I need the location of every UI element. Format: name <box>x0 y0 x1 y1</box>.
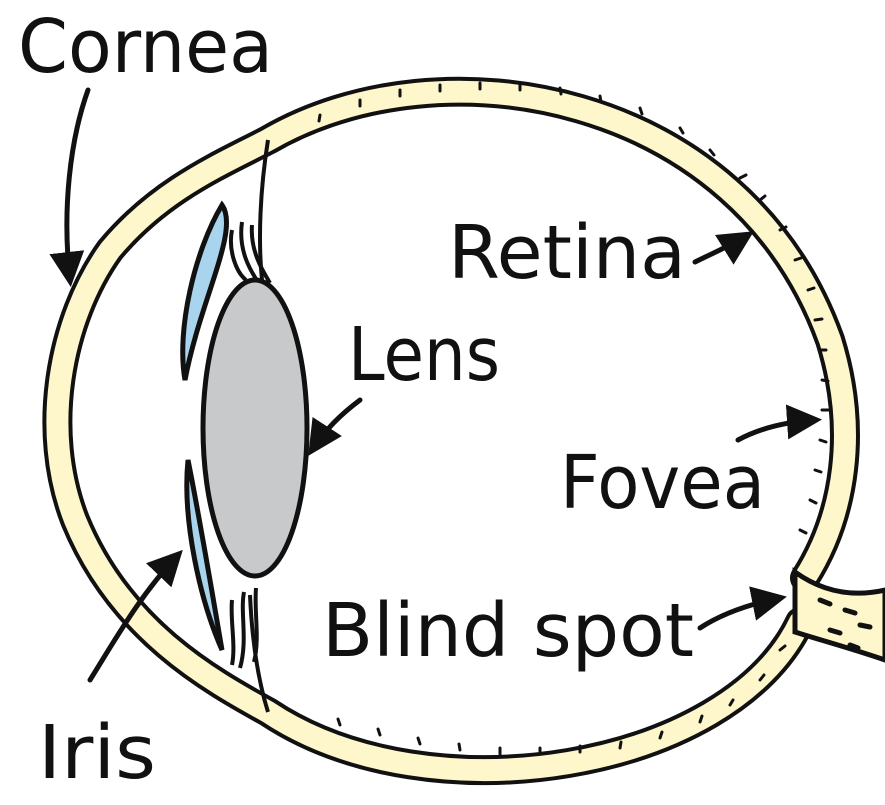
label-blind-spot: Blind spot <box>322 588 694 674</box>
label-cornea: Cornea <box>18 4 273 90</box>
label-retina: Retina <box>448 210 686 296</box>
blind-spot-arrow <box>700 598 780 628</box>
label-fovea: Fovea <box>560 440 765 526</box>
retina-arrow <box>695 235 748 262</box>
lens <box>203 280 307 576</box>
label-iris: Iris <box>38 710 156 796</box>
fovea-arrow <box>738 420 815 440</box>
lens-arrow <box>312 400 360 450</box>
optic-nerve <box>795 572 885 660</box>
label-lens: Lens <box>348 312 500 398</box>
cornea-arrow <box>67 90 88 280</box>
